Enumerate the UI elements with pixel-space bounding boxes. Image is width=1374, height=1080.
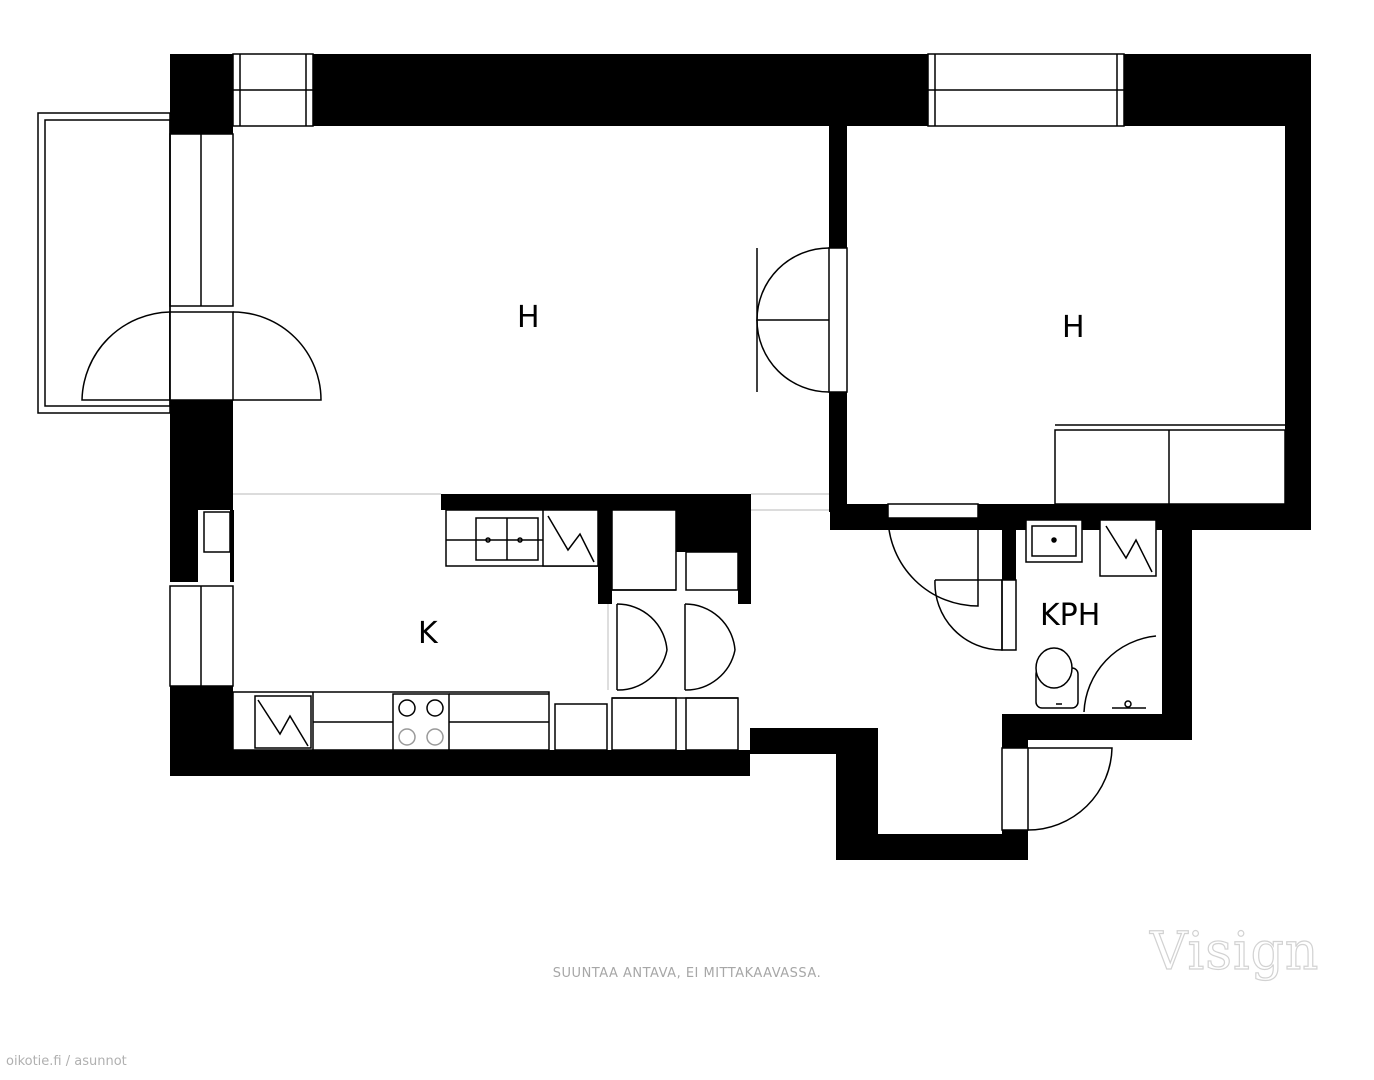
brand-logo: Visign (1149, 921, 1320, 982)
wardrobe (1054, 424, 1286, 505)
room-label-living-room: H (517, 300, 540, 335)
scale-disclaimer: SUUNTAA ANTAVA, EI MITTAKAAVASSA. (552, 966, 822, 981)
bathroom-fixtures (1025, 519, 1157, 713)
windows (169, 53, 1125, 687)
room-label-kitchen: K (418, 616, 438, 651)
source-watermark: oikotie.fi / asunnot (6, 1054, 127, 1069)
room-label-bedroom: H (1062, 310, 1085, 345)
room-label-bathroom: KPH (1040, 598, 1101, 633)
kitchen-fixtures (232, 509, 739, 751)
balcony (37, 112, 171, 414)
partitions (233, 493, 829, 690)
doors (81, 247, 1113, 831)
